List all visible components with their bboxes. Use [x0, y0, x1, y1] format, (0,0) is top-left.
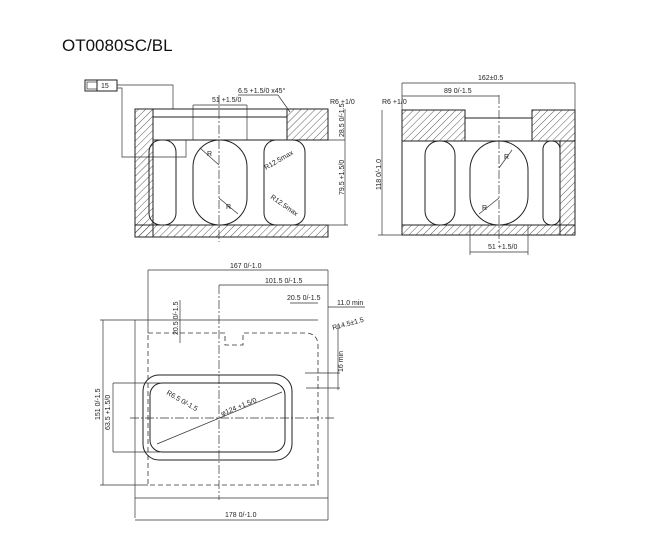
- slot-left: [148, 139, 177, 226]
- slot-right: [542, 140, 561, 226]
- ring-outer: [142, 374, 293, 461]
- flatness-icon: [86, 81, 98, 90]
- dim-corner-radius: R6 +1/0: [330, 99, 355, 106]
- dim-chamfer: 6.5 +1.5/0 x45°: [238, 87, 286, 95]
- dim-63-5: 63.5 +1.5/0: [105, 395, 112, 430]
- flatness-frame: [84, 79, 118, 92]
- dim-11-min: 11.0 min: [337, 300, 363, 307]
- dim-overall-height: 118 0/-1.0: [376, 159, 383, 190]
- side-view: 162±0.5 89 0/-1.5 R6 +1/0 118 0/-1.0 51 …: [376, 75, 576, 255]
- radius-label-upper: R: [207, 151, 212, 158]
- flatness-value: 15: [101, 83, 109, 90]
- dim-radius-lower: R12.5max: [269, 194, 300, 218]
- front-view: 15 51 +1.5/0 6.5 +1.5/0 x45° R6 +1/0 28.…: [84, 79, 355, 242]
- radius-label-lower: R: [482, 205, 487, 212]
- dim-half-width: 89 0/-1.5: [444, 88, 472, 95]
- drawing-title: OT0080SC/BL: [62, 36, 173, 55]
- dim-16-min: 16 min: [338, 351, 345, 372]
- radius-label-lower: R: [226, 204, 231, 211]
- dim-corner-radius: R6 +1/0: [382, 99, 407, 106]
- dim-inner-height: 79.5 +1.5/0: [339, 160, 346, 195]
- dim-top-opening: 51 +1.5/0: [212, 97, 241, 104]
- dim-178: 178 0/-1.0: [225, 512, 257, 519]
- top-view: 167 0/-1.0 101.5 0/-1.5 20.5 0/-1.5 11.0…: [95, 263, 365, 521]
- ring-inner: [149, 382, 286, 453]
- dim-overall-width: 162±0.5: [478, 75, 503, 82]
- slot-right: [263, 139, 306, 226]
- radius-label-upper: R: [504, 154, 509, 161]
- dim-151: 151 0/-1.5: [95, 388, 102, 420]
- dim-width-167: 167 0/-1.0: [230, 263, 262, 270]
- dim-diameter: φ124 +1.5/0: [220, 397, 258, 418]
- slot-center: [192, 139, 248, 226]
- dim-bottom-opening: 51 +1.5/0: [488, 244, 517, 251]
- dim-101-5: 101.5 0/-1.5: [265, 278, 302, 285]
- slot-left: [424, 140, 456, 226]
- dim-flange-height: 28.5 0/-1.5: [339, 103, 346, 137]
- dim-20-5-right: 20.5 0/-1.5: [287, 295, 321, 302]
- dim-radius-upper: R12.5max: [264, 149, 296, 171]
- dim-r14-5: R14.5±1.5: [332, 317, 365, 332]
- dim-20-5-top: 20.5 0/-1.5: [173, 301, 180, 335]
- dim-r6-5: R6.5 0/-1.5: [165, 390, 199, 413]
